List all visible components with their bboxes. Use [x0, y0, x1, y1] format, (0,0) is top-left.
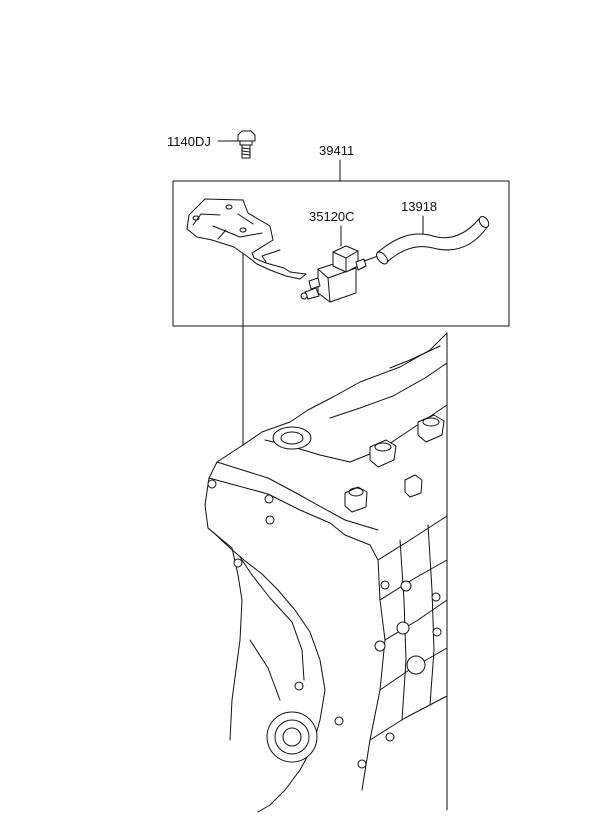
solenoid-valve-part[interactable] [300, 245, 379, 303]
label-hose[interactable]: 13918 [401, 199, 437, 214]
label-solenoid-valve[interactable]: 35120C [309, 209, 355, 224]
bracket-part[interactable] [186, 198, 307, 280]
engine-block [204, 332, 448, 813]
label-assembly[interactable]: 39411 [319, 143, 354, 158]
leader-lines [217, 140, 424, 446]
assembly-box [172, 180, 510, 327]
label-bolt[interactable]: 1140DJ [167, 134, 211, 149]
hose-part[interactable] [374, 215, 490, 266]
bolt-part[interactable] [237, 130, 256, 159]
